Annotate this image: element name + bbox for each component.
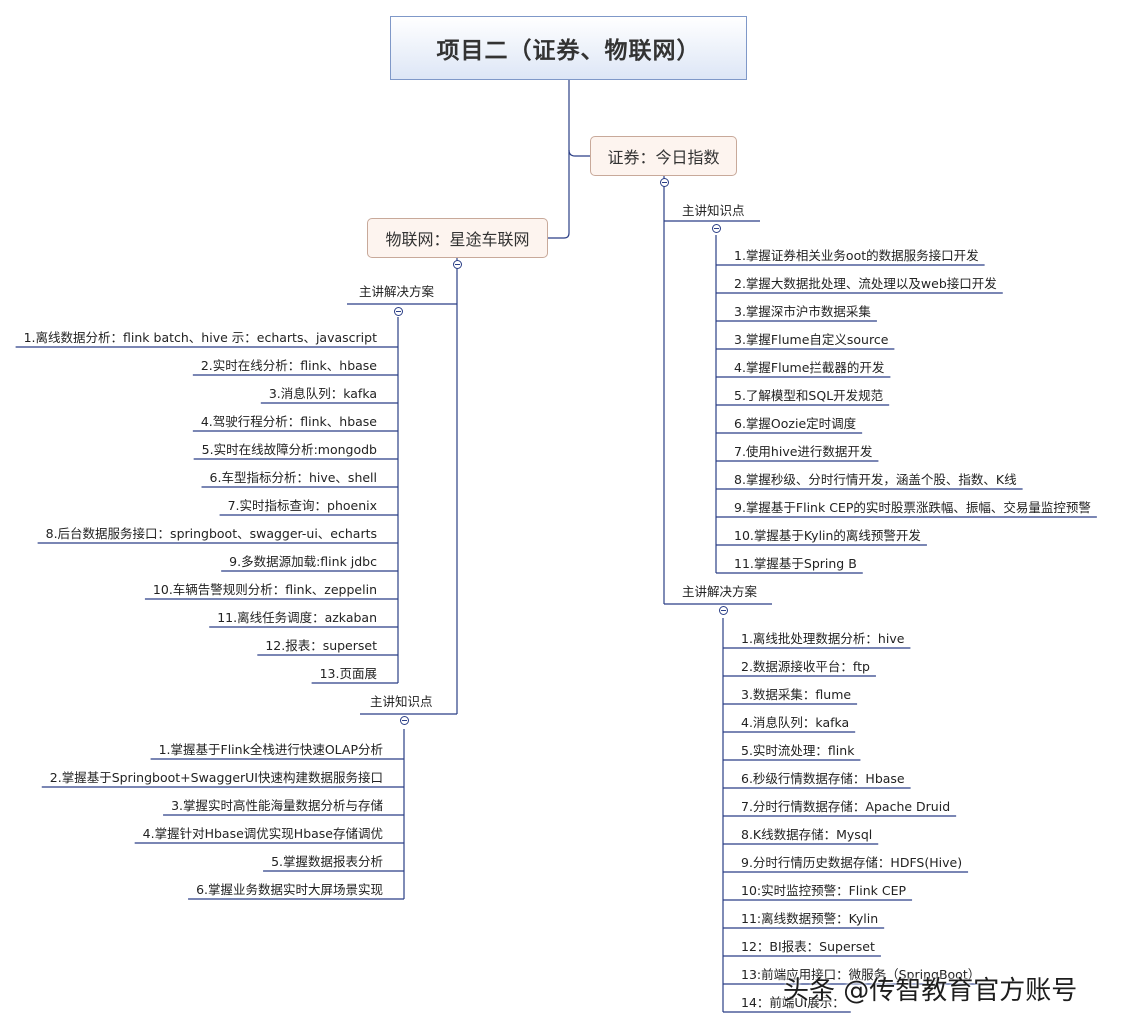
securities-solution-item[interactable]: 4.消息队列：kafka xyxy=(741,715,850,730)
securities-solution-item[interactable]: 7.分时行情数据存储：Apache Druid xyxy=(741,799,951,814)
securities-knowledge-item[interactable]: 9.掌握基于Flink CEP的实时股票涨跌幅、振幅、交易量监控预警 xyxy=(734,500,1091,515)
iot-knowledge-item[interactable]: 5.掌握数据报表分析 xyxy=(271,854,383,869)
iot-solution-item[interactable]: 3.消息队列：kafka xyxy=(268,386,377,401)
securities-solution-item[interactable]: 14：前端UI展示： xyxy=(741,995,845,1010)
iot-solutions-collapse[interactable] xyxy=(393,306,403,316)
securities-solutions-collapse[interactable] xyxy=(718,605,728,615)
iot-knowledge-item[interactable]: 1.掌握基于Flink全栈进行快速OLAP分析 xyxy=(158,742,383,757)
iot-solution-item[interactable]: 9.多数据源加载:flink jdbc xyxy=(229,554,377,569)
securities-knowledge-item[interactable]: 2.掌握大数据批处理、流处理以及web接口开发 xyxy=(734,276,997,291)
securities-solution-item[interactable]: 8.K线数据存储：Mysql xyxy=(741,827,873,842)
iot-topic[interactable]: 物联网：星途车联网 xyxy=(367,218,548,258)
securities-solution-item[interactable]: 3.数据采集：flume xyxy=(741,687,852,702)
iot-solution-item[interactable]: 13.页面展 xyxy=(319,666,377,681)
securities-knowledge-item[interactable]: 4.掌握Flume拦截器的开发 xyxy=(734,360,885,375)
iot-solution-item[interactable]: 11.离线任务调度：azkaban xyxy=(217,610,377,625)
securities-solution-item[interactable]: 13:前端应用接口：微服务（SpringBoot） xyxy=(741,967,981,982)
iot-knowledge-item[interactable]: 4.掌握针对Hbase调优实现Hbase存储调优 xyxy=(142,826,383,841)
securities-knowledge-collapse[interactable] xyxy=(711,223,721,233)
iot-knowledge-item[interactable]: 2.掌握基于Springboot+SwaggerUI快速构建数据服务接口 xyxy=(49,770,383,785)
securities-knowledge-item[interactable]: 8.掌握秒级、分时行情开发，涵盖个股、指数、K线 xyxy=(734,472,1017,487)
securities-knowledge-title[interactable]: 主讲知识点 xyxy=(682,203,745,218)
securities-solution-item[interactable]: 10:实时监控预警：Flink CEP xyxy=(741,883,907,898)
iot-solution-item[interactable]: 10.车辆告警规则分析：flink、zeppelin xyxy=(152,582,377,597)
securities-knowledge-item[interactable]: 7.使用hive进行数据开发 xyxy=(734,444,873,459)
iot-solution-item[interactable]: 1.离线数据分析：flink batch、hive 示：echarts、java… xyxy=(23,330,377,345)
securities-solution-item[interactable]: 11:离线数据预警：Kylin xyxy=(741,911,879,926)
securities-solution-item[interactable]: 5.实时流处理：flink xyxy=(741,743,855,758)
securities-knowledge-item[interactable]: 11.掌握基于Spring B xyxy=(734,556,857,571)
securities-knowledge-item[interactable]: 10.掌握基于Kylin的离线预警开发 xyxy=(734,528,921,543)
iot-knowledge-item[interactable]: 3.掌握实时高性能海量数据分析与存储 xyxy=(171,798,383,813)
securities-solutions-title[interactable]: 主讲解决方案 xyxy=(682,584,758,599)
securities-solution-item[interactable]: 12：BI报表：Superset xyxy=(741,939,875,954)
iot-solution-item[interactable]: 5.实时在线故障分析:mongodb xyxy=(201,442,377,457)
securities-solution-item[interactable]: 1.离线批处理数据分析：hive xyxy=(741,631,905,646)
securities-knowledge-item[interactable]: 6.掌握Oozie定时调度 xyxy=(734,416,857,431)
iot-solution-item[interactable]: 8.后台数据服务接口：springboot、swagger-ui、echarts xyxy=(45,526,377,541)
watermark: 头条 @传智教育官方账号 xyxy=(783,976,1078,1006)
securities-knowledge-item[interactable]: 3.掌握Flume自定义source xyxy=(734,332,889,347)
securities-knowledge-item[interactable]: 1.掌握证券相关业务oot的数据服务接口开发 xyxy=(734,248,979,263)
iot-solutions-title[interactable]: 主讲解决方案 xyxy=(359,284,435,299)
securities-topic[interactable]: 证券：今日指数 xyxy=(590,136,737,176)
iot-collapse[interactable] xyxy=(452,259,462,269)
iot-knowledge-collapse[interactable] xyxy=(399,715,409,725)
iot-solution-item[interactable]: 12.报表：superset xyxy=(265,638,377,653)
securities-collapse[interactable] xyxy=(659,177,669,187)
root-to-iot xyxy=(548,80,570,239)
root-topic[interactable]: 项目二（证券、物联网） xyxy=(390,16,747,80)
securities-solution-item[interactable]: 9.分时行情历史数据存储：HDFS(Hive) xyxy=(741,855,963,870)
iot-solution-item[interactable]: 7.实时指标查询：phoenix xyxy=(227,498,377,513)
iot-knowledge-item[interactable]: 6.掌握业务数据实时大屏场景实现 xyxy=(196,882,383,897)
root-to-securities xyxy=(568,149,590,157)
iot-solution-item[interactable]: 4.驾驶行程分析：flink、hbase xyxy=(200,414,377,429)
securities-solution-item[interactable]: 6.秒级行情数据存储：Hbase xyxy=(741,771,905,786)
securities-knowledge-item[interactable]: 3.掌握深市沪市数据采集 xyxy=(734,304,871,319)
iot-solution-item[interactable]: 6.车型指标分析：hive、shell xyxy=(209,470,377,485)
securities-solution-item[interactable]: 2.数据源接收平台：ftp xyxy=(741,659,870,674)
securities-knowledge-item[interactable]: 5.了解模型和SQL开发规范 xyxy=(734,388,884,403)
iot-knowledge-title[interactable]: 主讲知识点 xyxy=(370,694,433,709)
iot-solution-item[interactable]: 2.实时在线分析：flink、hbase xyxy=(200,358,377,373)
